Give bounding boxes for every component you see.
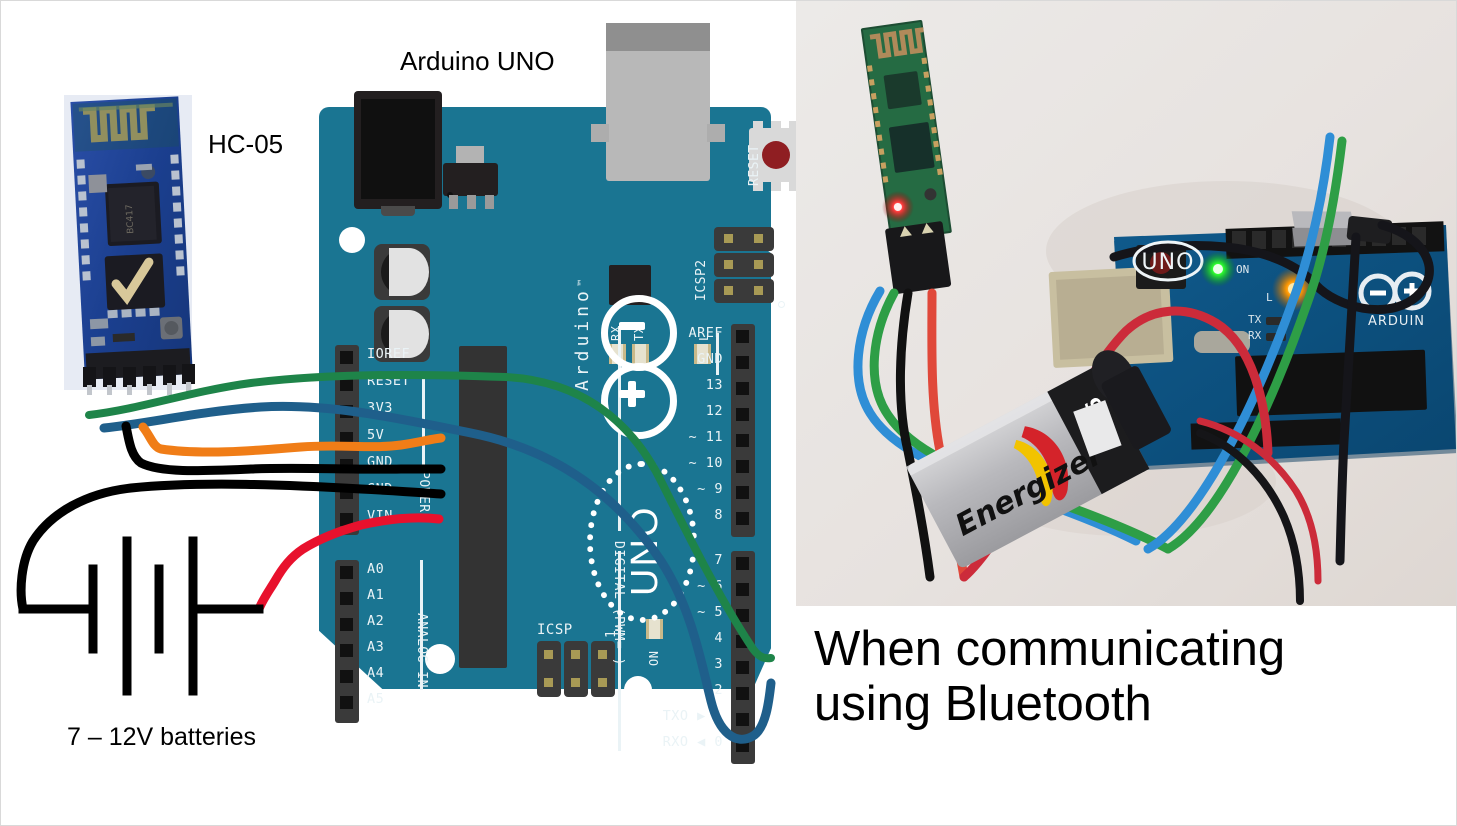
caption-line-1: When communicating (814, 622, 1286, 676)
uno-model-silk: UNO (624, 505, 666, 596)
hc05-module-title: HC-05 (208, 129, 284, 159)
mount-hole-bottom-left (425, 644, 455, 674)
regulator-tab (456, 146, 484, 164)
atmega-microcontroller (459, 346, 507, 668)
capacitor-1 (374, 244, 430, 300)
icsp2-header-row1 (714, 227, 774, 251)
power-pin-label-5v: 5V (367, 427, 385, 443)
photo-uno-model-text: UNO (1142, 250, 1195, 275)
icsp2-header-row3 (714, 279, 774, 303)
setup-photograph: ARDUIN L TX RX (796, 1, 1456, 606)
arduino-infinity-logo (591, 289, 681, 449)
analog-pin-label-a1: A1 (367, 587, 385, 603)
hc05-module-graphic: BC417 (64, 95, 195, 395)
photo-arduino-brand-text: ARDUIN (1368, 314, 1425, 329)
reset-silk-label: RESET (747, 144, 762, 186)
icsp2-silk-label: ICSP2 (694, 259, 709, 301)
usb-connector-top (606, 23, 710, 53)
digital-pin-label-3: ~ 3 (697, 656, 723, 672)
battery-schematic-symbol (18, 536, 264, 696)
digital-pin-label-gnd: GND (697, 351, 723, 367)
photo-black-long-wire (1335, 232, 1361, 566)
arduino-board-title: Arduino UNO (400, 46, 555, 76)
photo-graphic: ARDUIN L TX RX (796, 1, 1456, 606)
reset-leg-bl (753, 181, 763, 191)
icsp2-header-row2 (714, 253, 774, 277)
led-group-line (716, 333, 719, 375)
photo-green-jumper-right (1163, 136, 1347, 554)
analog-pin-label-a5: A5 (367, 691, 385, 707)
mount-hole-top-left (339, 227, 365, 253)
power-pin-label-3v3: 3V3 (367, 400, 393, 416)
reset-leg-tl (753, 121, 763, 131)
photo-hc05-module (860, 20, 952, 294)
digital-pin-label-1-tx: TXO ▶ 1 (662, 708, 723, 724)
digital-pin-label-aref: AREF (688, 325, 723, 341)
digital-pin-label-0-rx: RXO ◀ 0 (662, 734, 723, 750)
arduino-brand-silk: Arduino (572, 287, 593, 391)
svg-text:BC417: BC417 (125, 204, 137, 234)
digital-pin-label-4: 4 (714, 630, 723, 646)
power-jack-body (361, 99, 435, 199)
icsp2-pin1-marker (778, 301, 785, 308)
analog-pin-label-a4: A4 (367, 665, 385, 681)
regulator-pin-2 (467, 195, 476, 209)
digital-header-lower[interactable] (731, 551, 755, 764)
regulator-pin-1 (449, 195, 458, 209)
voltage-regulator (443, 163, 498, 196)
icsp-header-col1 (537, 641, 561, 697)
digital-pin-label-2: 2 (714, 682, 723, 698)
arduino-uno-board: RESET ICSP2 RX TX (319, 23, 803, 764)
photo-uno-group: UNO ON (1132, 231, 1312, 321)
reset-leg-tr (789, 121, 799, 131)
l-led (694, 344, 711, 364)
power-group-line (422, 373, 425, 473)
photo-rx-label: RX (1248, 329, 1262, 342)
photo-9v-battery: 9V Energizer (906, 350, 1171, 568)
usb-tab-right (707, 124, 725, 142)
photo-on-label: ON (1236, 263, 1249, 276)
power-pin-label-ioref: IOREF (367, 346, 411, 362)
photo-tx-label: TX (1248, 313, 1262, 326)
reset-button[interactable] (749, 128, 803, 182)
power-pin-label-reset: RESET (367, 373, 411, 389)
reset-button-cap[interactable] (762, 141, 790, 169)
power-pin-label-gnd-1: GND (367, 454, 393, 470)
analog-header[interactable] (335, 560, 359, 723)
power-group-silk-label: POWER (416, 471, 431, 513)
icsp-header-col2 (564, 641, 588, 697)
power-header[interactable] (335, 345, 359, 535)
photo-blue-jumper-right (1143, 132, 1335, 554)
reset-leg-tm (771, 121, 781, 131)
analog-pin-label-a0: A0 (367, 561, 385, 577)
arduino-trademark-silk: ™ (577, 279, 588, 286)
analog-pin-label-a3: A3 (367, 639, 385, 655)
caption-line-2: using Bluetooth (814, 676, 1152, 731)
reset-leg-bm (771, 181, 781, 191)
reset-leg-br (789, 181, 799, 191)
caption-block: When communicating using Bluetooth (796, 606, 1456, 825)
power-jack-base (381, 206, 415, 216)
photo-battery-red-lead (1196, 417, 1322, 585)
hc05-module: BC417 (56, 95, 206, 395)
capacitor-2 (374, 306, 430, 362)
digital-header-upper[interactable] (731, 324, 755, 537)
power-pin-label-gnd-2: GND (367, 481, 393, 497)
analog-pin-label-a2: A2 (367, 613, 385, 629)
usb-connector (606, 51, 710, 181)
icsp-silk-label: ICSP (537, 622, 573, 638)
power-pin-label-vin: VIN (367, 508, 393, 524)
photo-battery-black-lead (1196, 429, 1304, 605)
photo-l-label: L (1266, 291, 1273, 304)
regulator-pin-3 (485, 195, 494, 209)
photo-arduino-board: ARDUIN L TX RX (1048, 221, 1456, 471)
usb-tab-left (591, 124, 609, 142)
analog-group-line (420, 560, 423, 690)
photo-black-jumper (895, 288, 935, 582)
